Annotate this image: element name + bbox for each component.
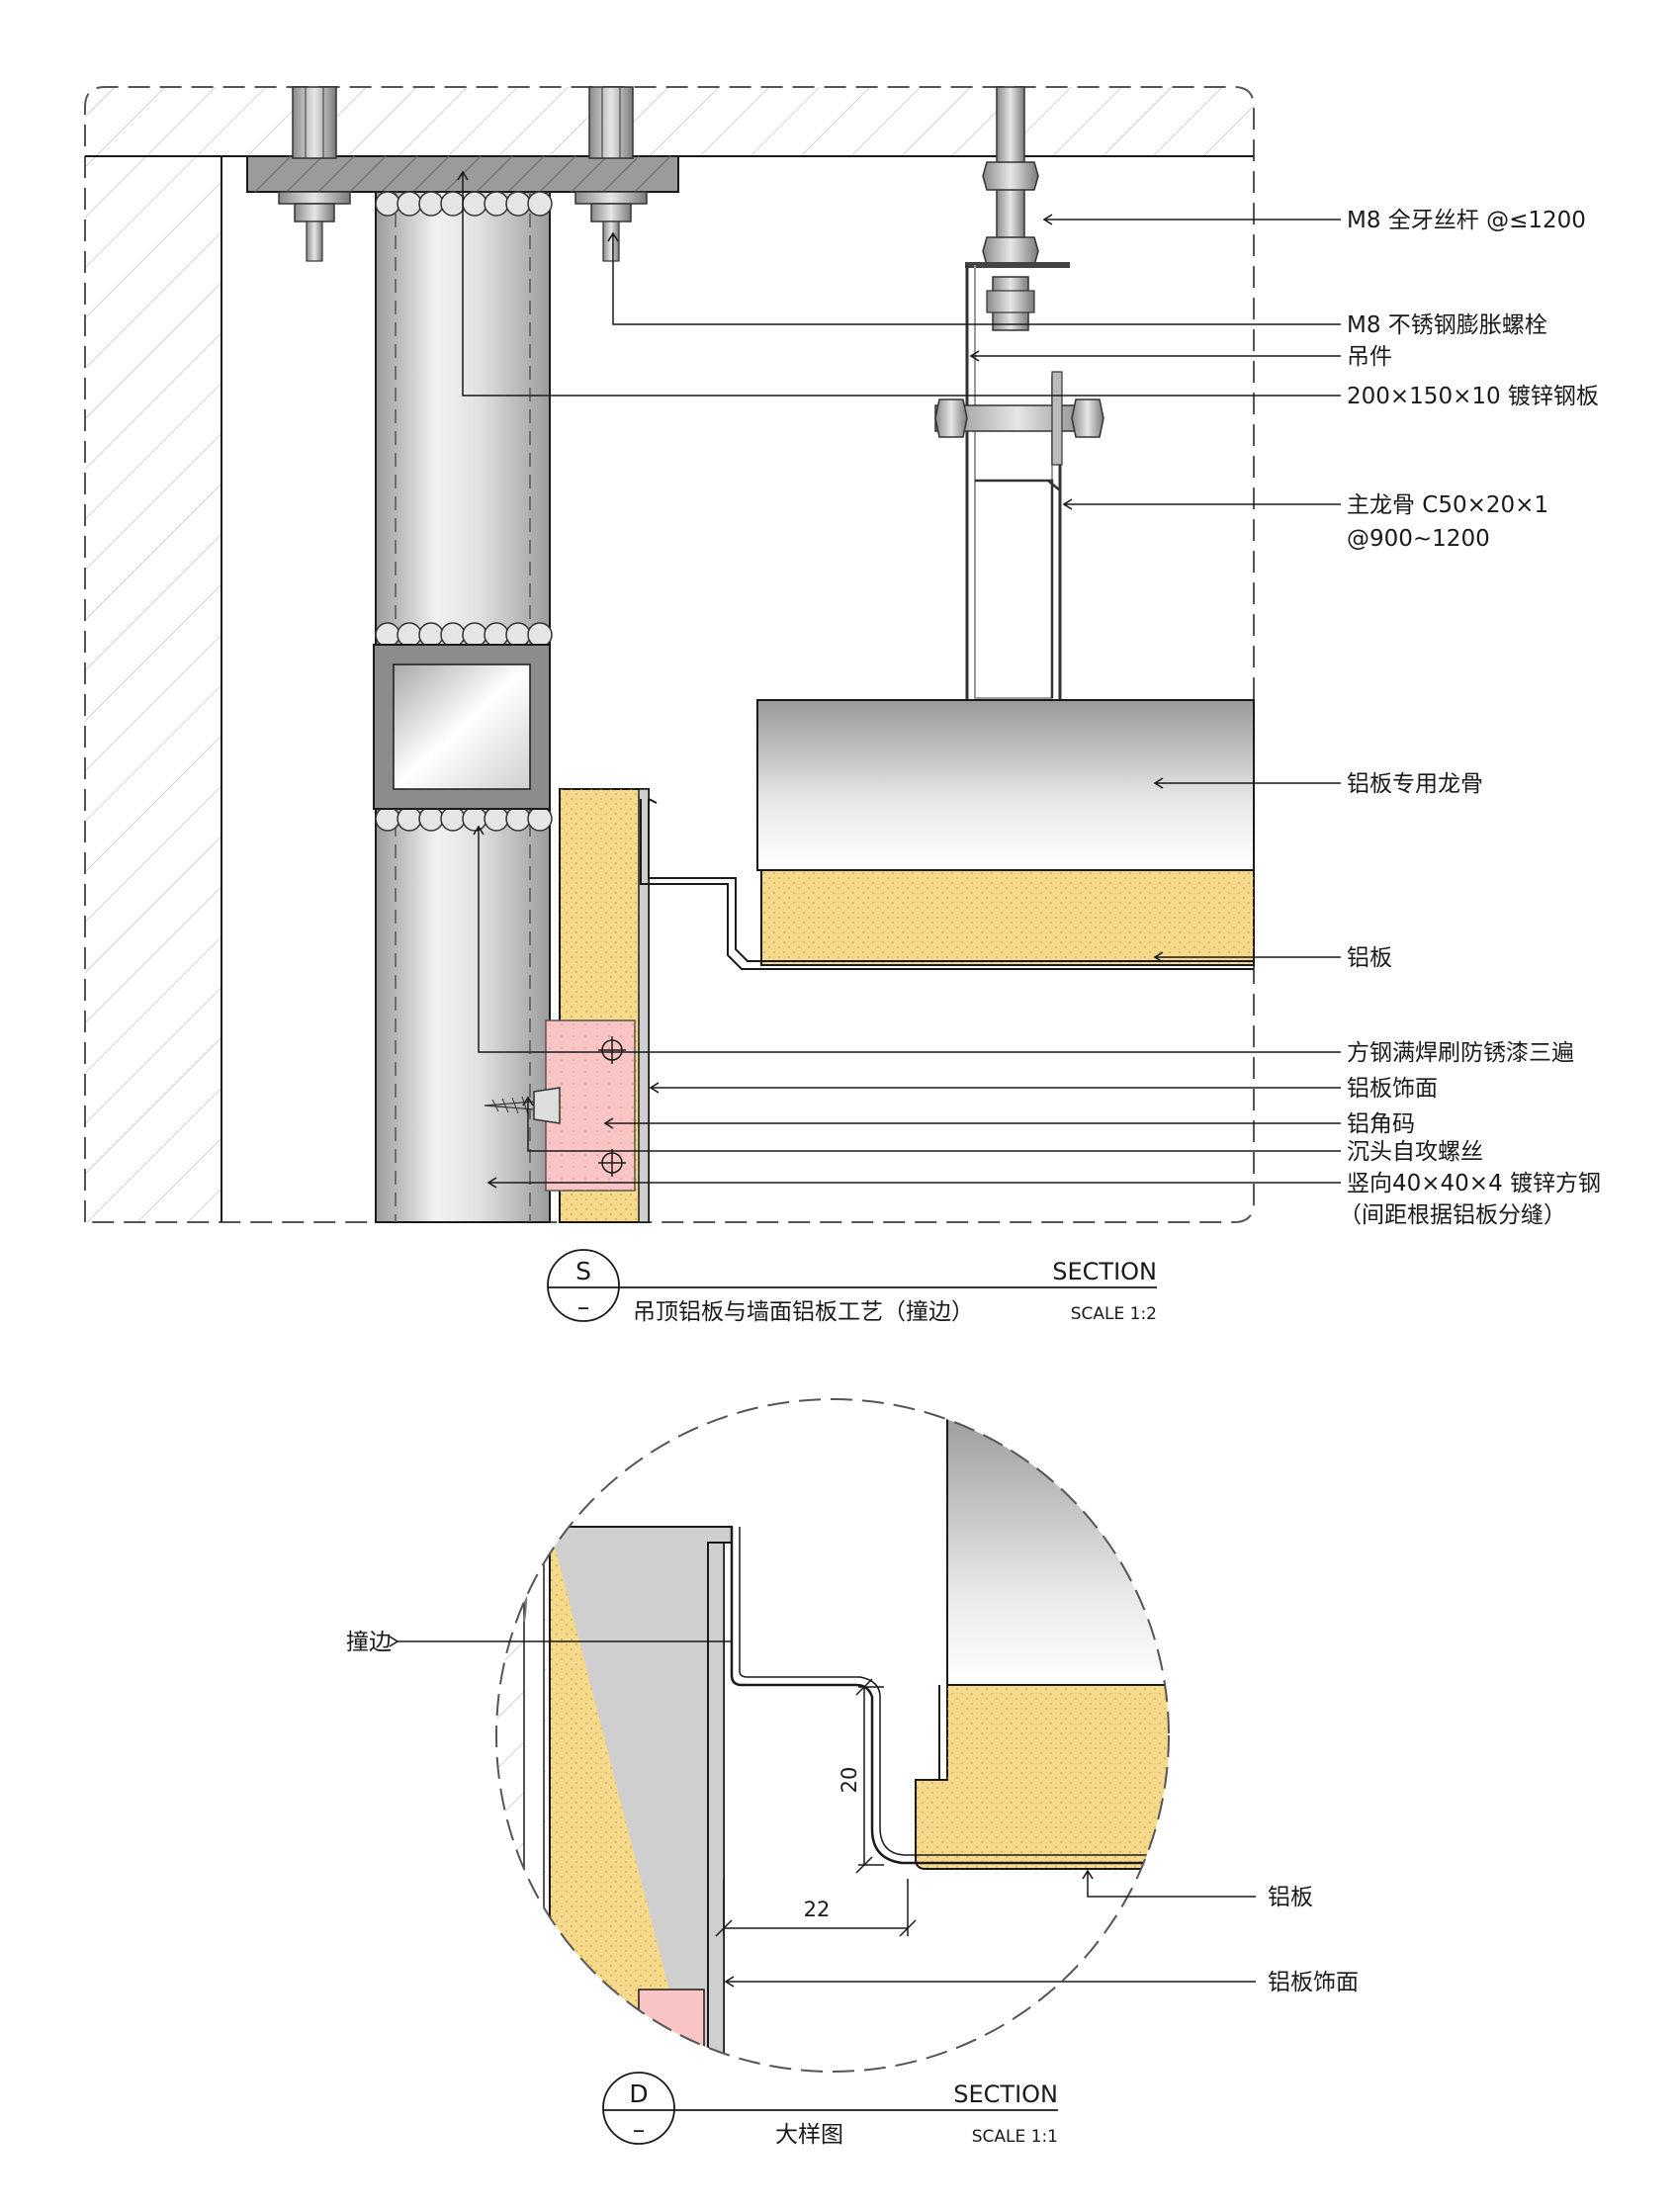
- expansion-bolt-left: [278, 86, 351, 262]
- edge-profile: [648, 799, 1254, 962]
- leader-lines-s: [457, 170, 1341, 1189]
- section-d-title: 大样图: [775, 2122, 843, 2148]
- label-threaded-rod: M8 全牙丝杆 @≤1200: [1347, 208, 1586, 233]
- section-s-drawing: M8 全牙丝杆 @≤1200 M8 不锈钢膨胀螺栓 吊件 200×150×10 …: [84, 86, 1601, 1325]
- detail-edge-profile: [730, 1527, 1169, 1865]
- section-s-title: 吊顶铝板与墙面铝板工艺（撞边）: [633, 1299, 974, 1325]
- detail-ceiling-keel: [947, 1399, 1169, 1685]
- section-boundary: [84, 86, 1255, 1223]
- hanger-bolt: [934, 371, 1104, 466]
- label-main-keel-spacing: @900~1200: [1347, 526, 1490, 552]
- section-s-sub: –: [577, 1292, 590, 1321]
- leader-lines-d: [389, 1636, 1256, 1988]
- dimension-horizontal: 22: [804, 1898, 831, 1921]
- section-d-sub: –: [633, 2115, 646, 2144]
- label-hanger: 吊件: [1347, 344, 1392, 370]
- section-d-scale: SCALE 1:1: [972, 2127, 1058, 2147]
- label-expansion-bolt: M8 不锈钢膨胀螺栓: [1347, 312, 1547, 338]
- label-panel-finish: 铝板饰面: [1347, 1076, 1438, 1102]
- section-s-scale: SCALE 1:2: [1071, 1304, 1157, 1324]
- label-aluminum-panel: 铝板: [1347, 945, 1392, 971]
- section-d-word: SECTION: [953, 2080, 1058, 2108]
- section-d-drawing: 20 22 撞边 铝板 铝板饰面 D – 大样图 SECTION SCALE 1…: [346, 1398, 1359, 2148]
- label-detail-finish: 铝板饰面: [1268, 1970, 1359, 1995]
- countersunk-screw: [484, 1087, 561, 1124]
- wall-panel-skin: [638, 788, 650, 1223]
- label-steel-plate: 200×150×10 镀锌钢板: [1347, 384, 1599, 409]
- label-vertical-steel-note: （间距根据铝板分缝）: [1339, 1202, 1566, 1228]
- label-angle-bracket: 铝角码: [1347, 1111, 1415, 1137]
- section-d-symbol: D: [629, 2079, 648, 2108]
- title-block-d: D – 大样图 SECTION SCALE 1:1: [602, 2072, 1058, 2148]
- section-s-word: SECTION: [1052, 1258, 1157, 1285]
- label-detail-panel: 铝板: [1268, 1885, 1313, 1910]
- main-keel-c-channel: [975, 479, 1061, 698]
- weld-bead-top: [375, 191, 553, 217]
- bracket-fasteners: [598, 1036, 626, 1177]
- detail-circle-boundary: [495, 1398, 1170, 2073]
- label-vertical-steel: 竖向40×40×4 镀锌方钢: [1347, 1171, 1601, 1196]
- title-block-s: S – 吊顶铝板与墙面铝板工艺（撞边） SECTION SCALE 1:2: [547, 1249, 1157, 1325]
- detail-dimensions: [715, 1678, 917, 1937]
- label-weld-paint: 方钢满焊刷防锈漆三遍: [1347, 1040, 1574, 1066]
- weld-bead-box-top: [375, 622, 553, 648]
- label-panel-keel: 铝板专用龙骨: [1347, 771, 1483, 797]
- section-s-symbol: S: [575, 1257, 591, 1285]
- label-main-keel: 主龙骨 C50×20×1: [1347, 492, 1548, 518]
- ceiling-aluminum-keel: [756, 699, 1255, 871]
- label-countersunk-screw: 沉头自攻螺丝: [1347, 1139, 1483, 1165]
- label-edge: 撞边: [346, 1630, 392, 1655]
- dimension-vertical: 20: [838, 1767, 861, 1794]
- expansion-bolt-center: [574, 86, 648, 262]
